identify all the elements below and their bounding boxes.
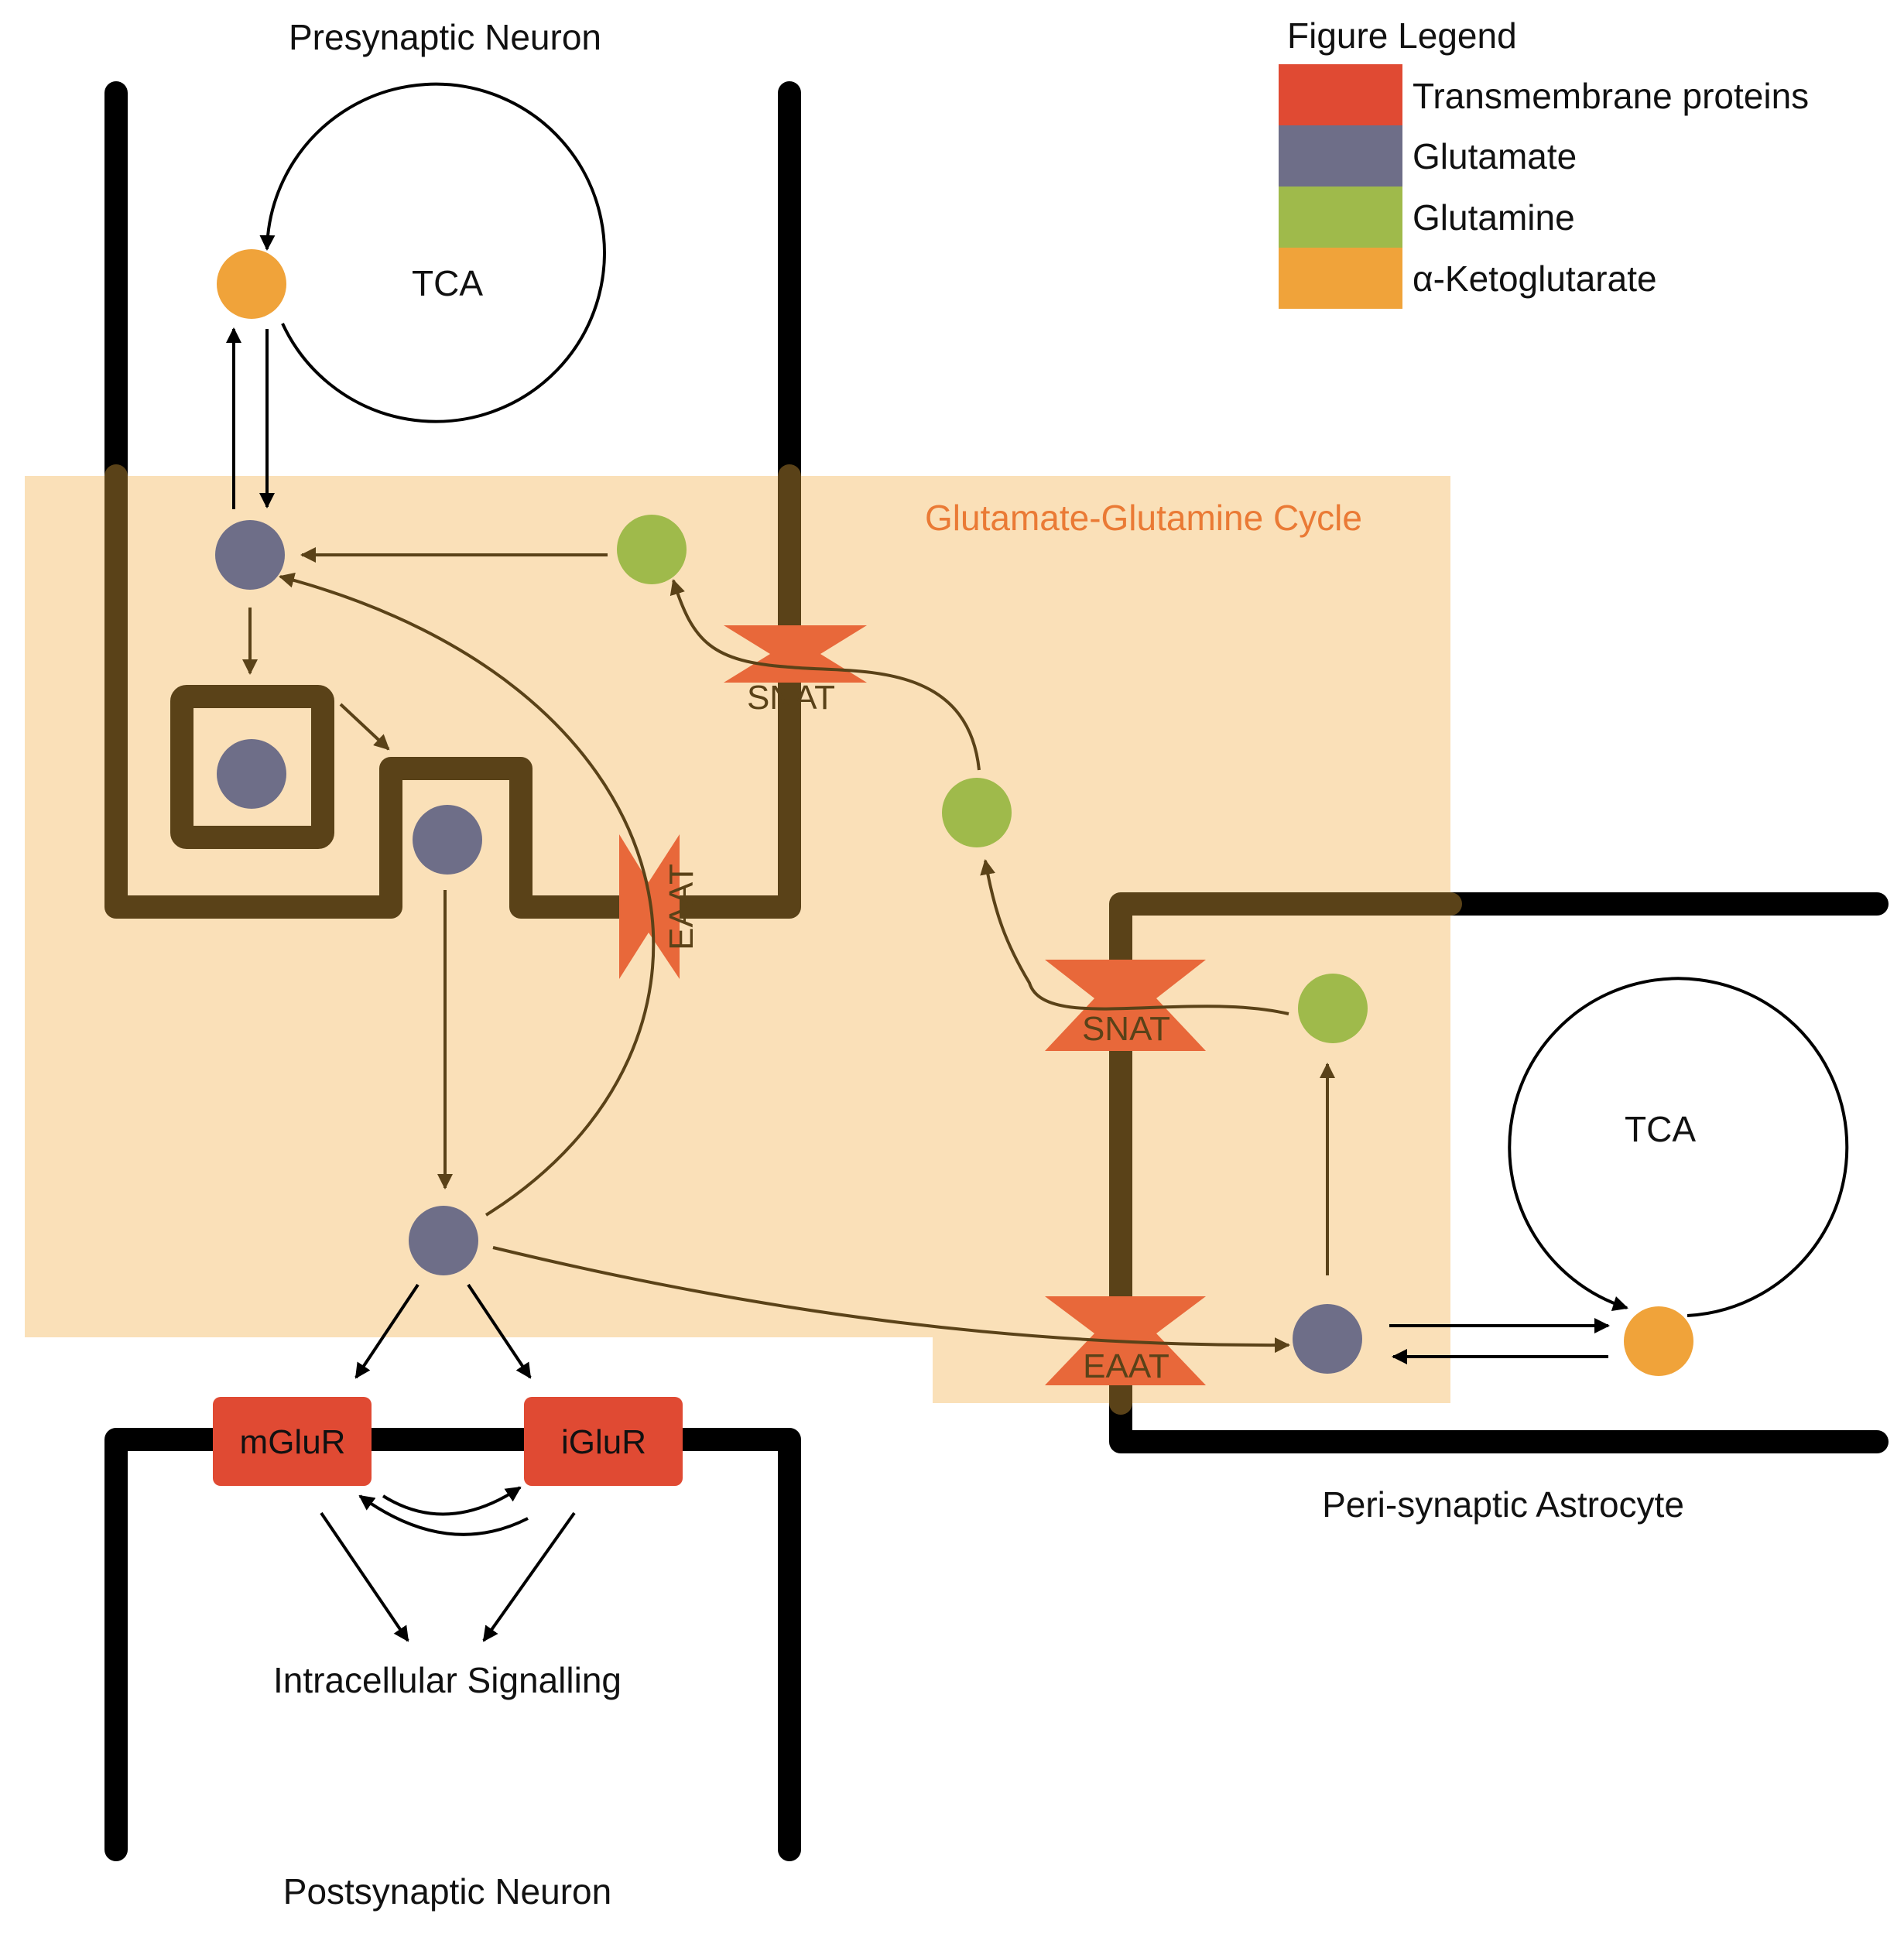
glutamate-vesicle [217, 739, 286, 809]
legend-swatch-transmembrane [1279, 64, 1402, 125]
legend-item-label: α-Ketoglutarate [1413, 258, 1657, 299]
legend-item-label: Transmembrane proteins [1413, 76, 1809, 116]
metabolites [215, 249, 1693, 1376]
eaat-neuron-label: EAAT [663, 864, 700, 950]
snat-astrocyte-label: SNAT [1082, 1010, 1170, 1048]
astrocyte-bottom-membrane [1109, 1391, 1889, 1453]
legend-swatch-glutamate [1279, 125, 1402, 187]
eaat-astrocyte-label: EAAT [1083, 1347, 1169, 1385]
glutamine-presynaptic [617, 515, 687, 584]
astrocyte-label: Peri-synaptic Astrocyte [1322, 1484, 1684, 1525]
arrow-mglur-to-signalling [320, 1511, 409, 1642]
postsynaptic-label: Postsynaptic Neuron [283, 1871, 611, 1912]
iglur-receptor [524, 1397, 683, 1486]
legend-item-label: Glutamine [1413, 197, 1575, 238]
astrocyte-membrane [1109, 892, 1462, 1415]
glutamate-cleft [409, 1206, 478, 1275]
glutamate-astrocyte [1293, 1304, 1362, 1374]
glutamate-presynaptic [215, 520, 285, 590]
akg-presynaptic [217, 249, 286, 319]
brown-membranes [104, 464, 1462, 1415]
mglur-receptor [213, 1397, 372, 1486]
legend-swatch-akg [1279, 248, 1402, 309]
arrow-synaptic-glu-to-iglur [467, 1283, 532, 1379]
cycle-title: Glutamate-Glutamine Cycle [925, 498, 1362, 538]
arrow-astro-gln-snat-out [980, 859, 1289, 1015]
presynaptic-label: Presynaptic Neuron [289, 17, 601, 57]
snat-neuron-label: SNAT [747, 679, 835, 717]
tca-astrocyte-label: TCA [1625, 1109, 1696, 1149]
cycle-region [25, 476, 1450, 1403]
legend-swatch-glutamine [1279, 187, 1402, 248]
arrow-iglur-to-mglur [358, 1494, 529, 1536]
arrow-cleft-glu-to-astro-eaat [492, 1246, 1290, 1354]
brown-arrows [242, 547, 1335, 1354]
akg-astrocyte [1624, 1306, 1693, 1376]
legend-title: Figure Legend [1287, 15, 1517, 56]
arrow-mglur-to-iglur [382, 1486, 522, 1516]
synaptic-vesicle [170, 685, 334, 849]
legend-item-label: Glutamate [1413, 136, 1577, 176]
mglur-label: mGluR [240, 1423, 346, 1461]
presynaptic-terminal-membrane [104, 464, 801, 919]
tca-neuron-label: TCA [412, 263, 483, 303]
glutamate-release [413, 805, 482, 875]
figure-legend: Figure Legend Transmembrane proteins Glu… [1279, 15, 1809, 309]
arrow-vesicle-to-release [339, 703, 390, 751]
postsynaptic-membrane [104, 1428, 801, 1861]
tca-cycle-neuron [259, 82, 606, 423]
black-arrows [226, 327, 1610, 1642]
snat-astrocyte [1045, 960, 1206, 1051]
arrow-cleft-glu-reuptake-eaat [279, 572, 656, 1217]
glutamine-cleft [942, 778, 1012, 847]
tca-cycle-astrocyte [1508, 977, 1849, 1317]
arrow-iglur-to-signalling [482, 1511, 576, 1642]
signalling-label: Intracellular Signalling [273, 1660, 622, 1700]
arrow-synaptic-glu-to-mglur [354, 1283, 419, 1379]
glutamine-astrocyte [1298, 974, 1368, 1043]
black-membranes [104, 81, 1889, 1861]
arrow-cleft-gln-snat-in [669, 579, 981, 771]
iglur-label: iGluR [561, 1423, 646, 1461]
